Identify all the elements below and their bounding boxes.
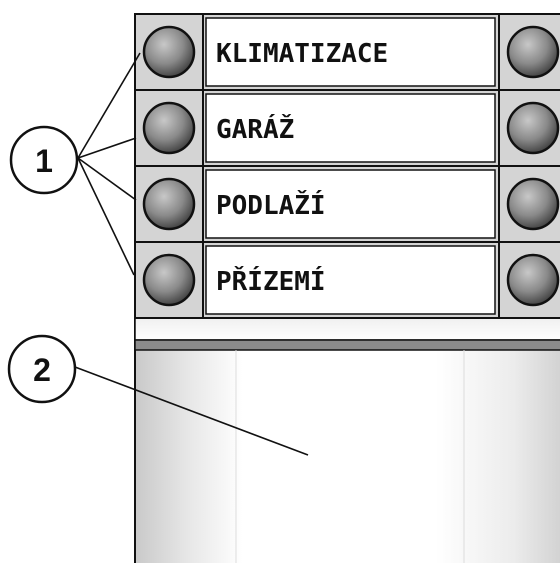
callout-2: 2 <box>7 334 77 404</box>
button-row: PŘÍZEMÍ <box>134 241 560 319</box>
name-plate <box>205 17 496 87</box>
name-plate <box>205 93 496 163</box>
button-row: KLIMATIZACE <box>134 13 560 91</box>
button-rows: KLIMATIZACE GARÁŽ PODLAŽÍ PŘÍZEMÍ <box>134 13 560 319</box>
callout-1-leaders <box>77 52 141 276</box>
call-button-left[interactable] <box>142 25 196 79</box>
callout-2-leader <box>74 366 309 456</box>
call-button-right[interactable] <box>506 177 560 231</box>
name-plate-label: KLIMATIZACE <box>216 39 388 69</box>
button-row: PODLAŽÍ <box>134 165 560 243</box>
call-button-right[interactable] <box>506 25 560 79</box>
name-plate-label: PODLAŽÍ <box>216 189 326 221</box>
name-plate <box>205 245 496 315</box>
callout-1: 1 <box>9 125 79 195</box>
button-row: GARÁŽ <box>134 89 560 167</box>
panel-lower-housing <box>134 315 560 563</box>
name-plate <box>205 169 496 239</box>
callout-1-circle <box>9 125 79 195</box>
callout-2-number: 2 <box>33 352 51 388</box>
call-button-left[interactable] <box>142 177 196 231</box>
call-button-left[interactable] <box>142 101 196 155</box>
call-button-left[interactable] <box>142 253 196 307</box>
panel-rail <box>134 339 560 351</box>
callout-1-number: 1 <box>35 143 53 179</box>
callout-2-circle <box>7 334 77 404</box>
name-plate-label: PŘÍZEMÍ <box>216 265 326 297</box>
name-plate-label: GARÁŽ <box>216 113 294 145</box>
call-button-right[interactable] <box>506 253 560 307</box>
call-button-right[interactable] <box>506 101 560 155</box>
